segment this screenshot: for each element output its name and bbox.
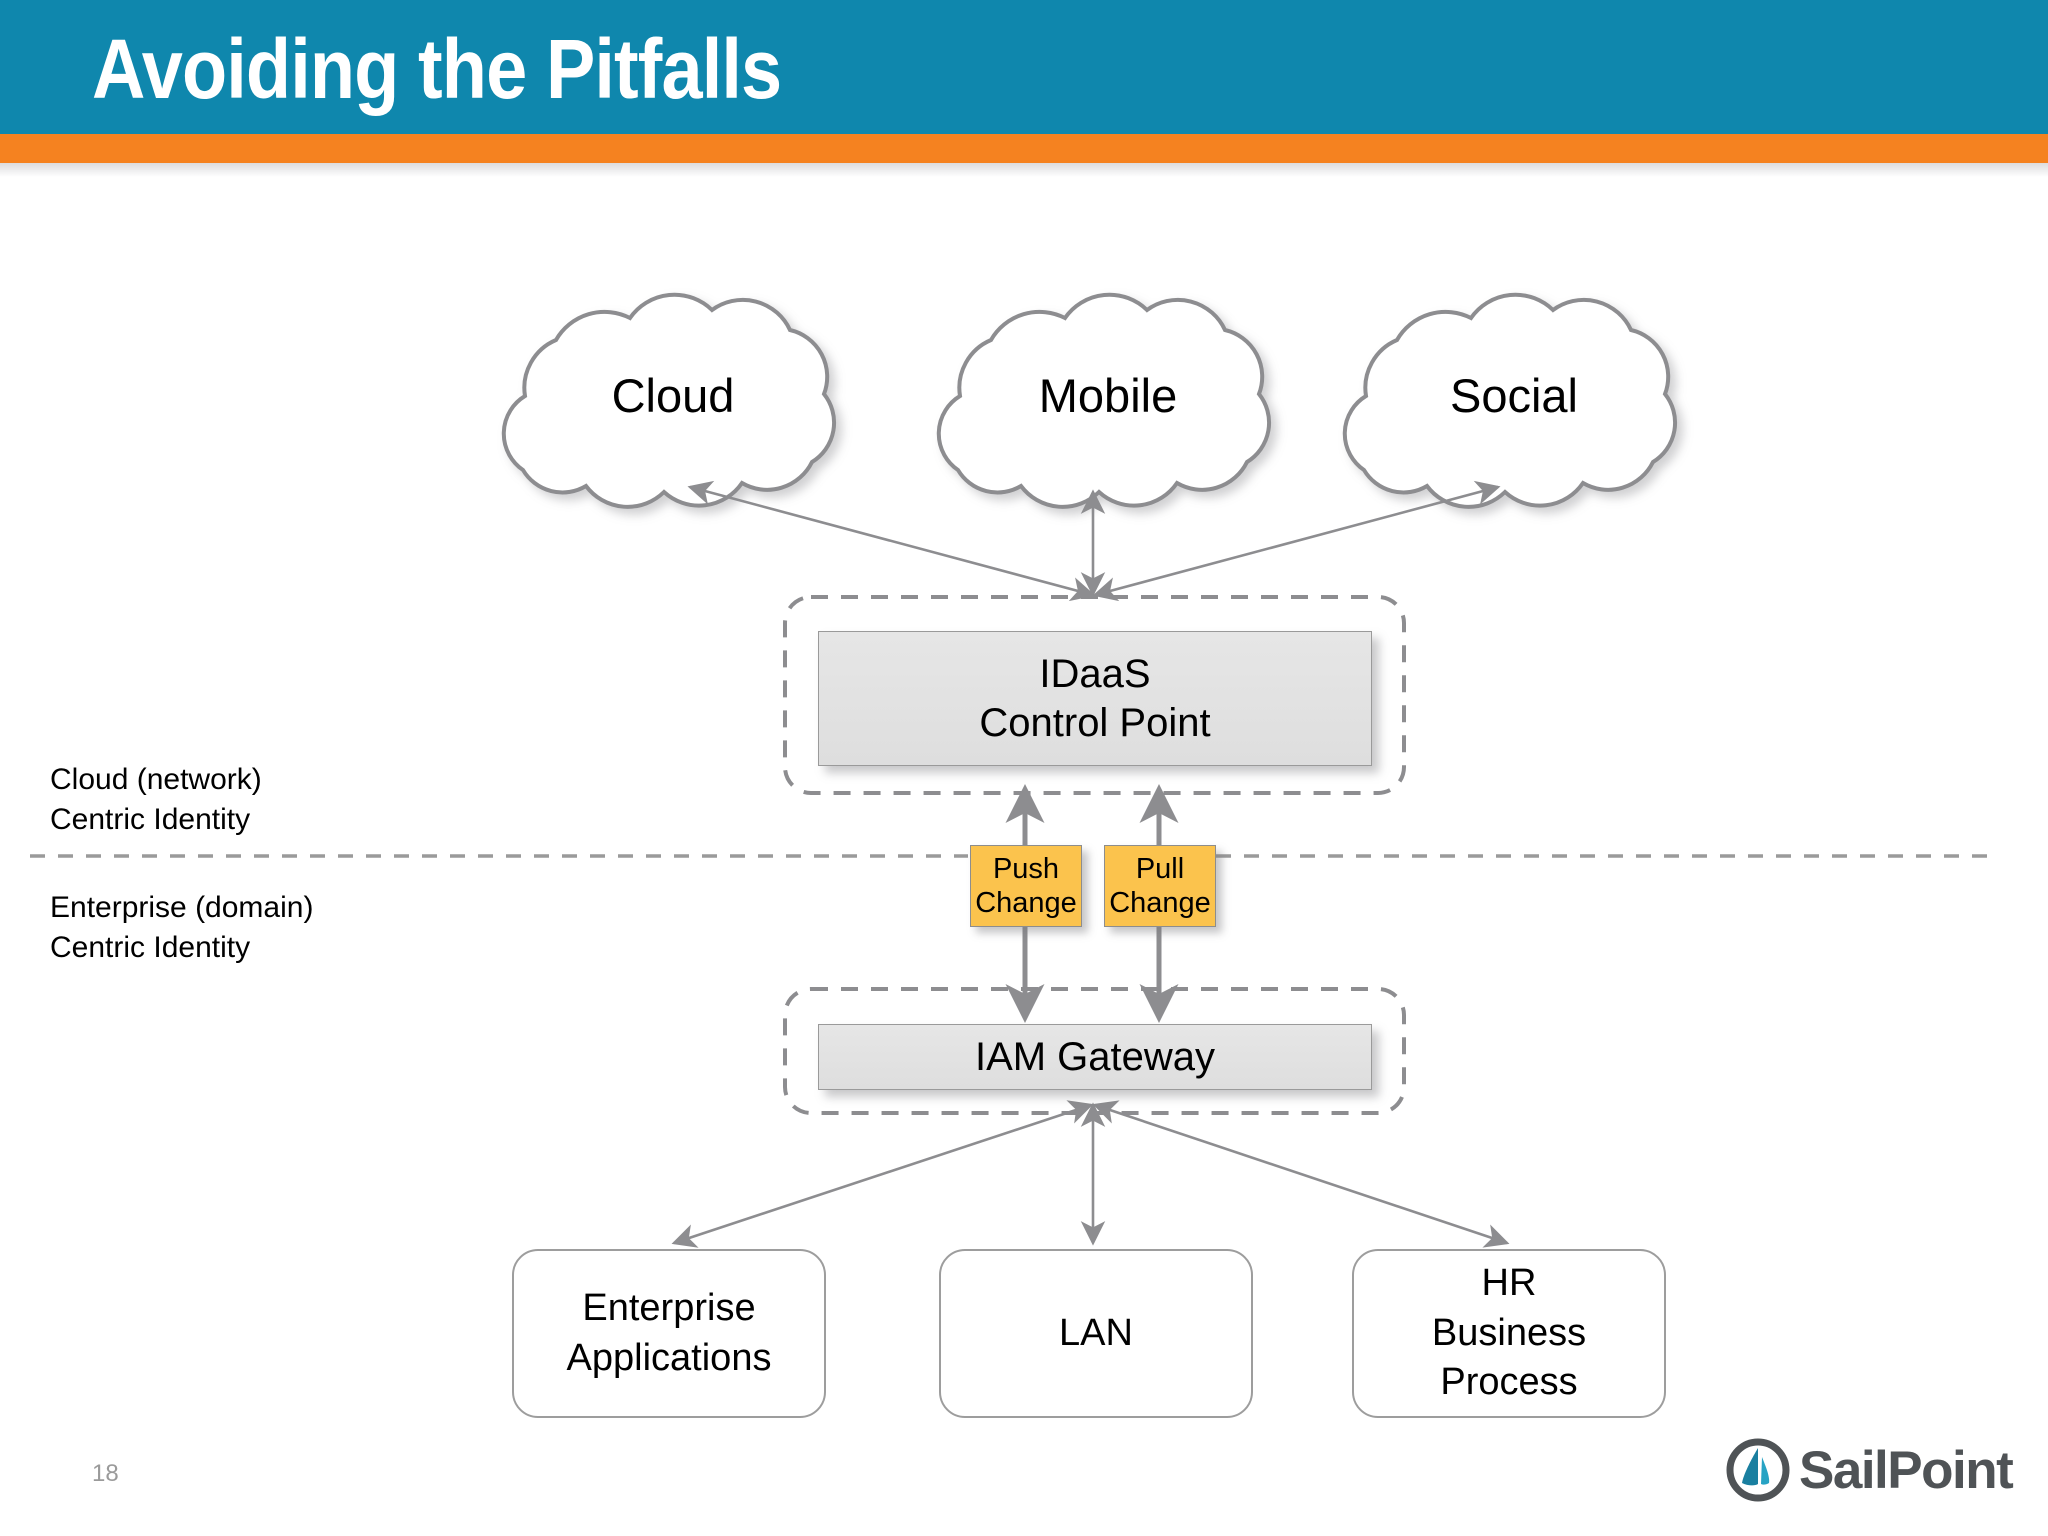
endpoint-0-line-2: Applications xyxy=(566,1336,772,1379)
endpoint-2-line-2: Business xyxy=(1431,1311,1587,1354)
idaas-line-2: Control Point xyxy=(979,700,1211,745)
cloud-shape-social xyxy=(1342,292,1677,509)
cloud-label-mobile: Mobile xyxy=(1038,369,1178,422)
endpoint-enterprise-applications[interactable]: Enterprise Applications xyxy=(512,1249,826,1418)
iam-gateway-box[interactable]: IAM Gateway xyxy=(818,1024,1372,1090)
header-shadow xyxy=(0,163,2048,177)
endpoint-1-line-1: LAN xyxy=(1059,1311,1133,1354)
endpoint-2-line-1: HR xyxy=(1481,1262,1537,1305)
page-number: 18 xyxy=(92,1460,119,1487)
push-change-box[interactable]: Push Change xyxy=(970,845,1082,927)
pull-line-2: Change xyxy=(1109,887,1211,919)
endpoint-0-line-1: Enterprise xyxy=(582,1287,756,1330)
page-title: Avoiding the Pitfalls xyxy=(92,22,782,116)
iam-gateway-label: IAM Gateway xyxy=(974,1034,1216,1079)
idaas-dashed-container xyxy=(783,595,1406,795)
header-band xyxy=(0,0,2048,134)
header-accent-bar xyxy=(0,134,2048,163)
push-line-2: Change xyxy=(975,887,1077,919)
arrow-gateway-to-hr xyxy=(1092,1100,1510,1248)
cloud-label-cloud: Cloud xyxy=(611,369,735,422)
push-line-1: Push xyxy=(992,852,1060,885)
pull-change-box[interactable]: Pull Change xyxy=(1104,845,1216,927)
arrow-gateway-to-enterprise-apps xyxy=(671,1100,1094,1248)
sailboat-icon xyxy=(1726,1438,1790,1502)
cloud-label-social: Social xyxy=(1449,369,1578,422)
endpoint-2-line-3: Process xyxy=(1440,1361,1578,1404)
endpoint-hr-business-process[interactable]: HR Business Process xyxy=(1352,1249,1666,1418)
idaas-control-point-box[interactable]: IDaaS Control Point xyxy=(818,631,1372,766)
cloud-shape-cloud xyxy=(501,292,836,509)
endpoint-lan[interactable]: LAN xyxy=(939,1249,1253,1418)
arrow-cloud-to-idaas xyxy=(687,480,1096,602)
pull-line-1: Pull xyxy=(1135,852,1185,885)
idaas-line-1: IDaaS xyxy=(1039,651,1151,696)
sailpoint-logo-text: SailPoint xyxy=(1799,1440,2014,1500)
caption-enterprise-zone: Enterprise (domain) Centric Identity xyxy=(50,891,314,964)
caption-cloud-zone: Cloud (network) Centric Identity xyxy=(50,763,262,836)
sailpoint-logo: SailPoint xyxy=(1725,1437,2014,1503)
arrow-social-to-idaas xyxy=(1092,480,1501,602)
